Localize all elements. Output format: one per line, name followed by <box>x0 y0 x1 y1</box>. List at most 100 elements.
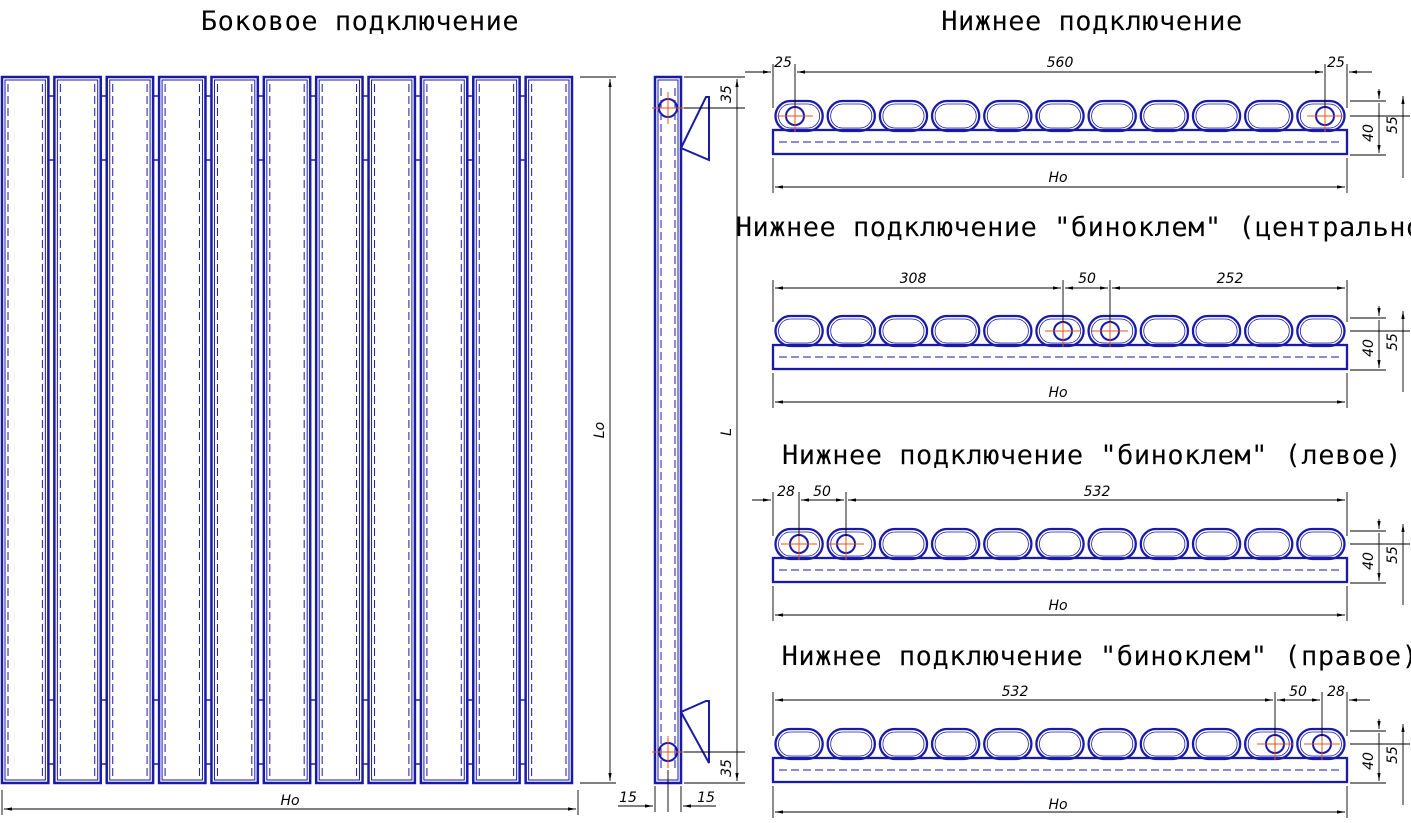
section-oval <box>1191 314 1242 348</box>
radiator-section <box>524 75 574 785</box>
collector-bar <box>771 343 1349 371</box>
section-oval <box>1139 527 1190 561</box>
bottom-width-label: Но <box>1048 170 1067 186</box>
section-oval <box>1243 527 1294 561</box>
section-oval <box>1296 527 1346 561</box>
center-dim-b: 50 <box>1078 271 1096 287</box>
section-oval <box>983 527 1033 561</box>
right-dim-a: 532 <box>1002 684 1029 700</box>
section-oval <box>1243 99 1294 133</box>
center-dim-a: 308 <box>900 271 927 287</box>
section-oval <box>774 314 824 348</box>
bottom-dimensions: 25 560 25 <box>745 55 1372 108</box>
section-oval <box>1087 99 1137 133</box>
side-left-width: 15 <box>619 790 637 806</box>
bottom-mid-dim: 560 <box>1047 55 1074 71</box>
radiator-section <box>53 75 107 785</box>
section-oval <box>983 99 1033 133</box>
section-oval <box>826 314 877 348</box>
section-oval <box>930 314 981 348</box>
section-oval <box>878 314 929 348</box>
right-vertical-dims: 40 55 Но <box>772 719 1410 818</box>
binoklem-right-title: Нижнее подключение "биноклем" (правое) <box>782 641 1411 672</box>
radiator-section <box>105 75 160 785</box>
collector-bar <box>771 556 1349 584</box>
section-oval <box>1191 727 1242 761</box>
left-dim-b: 50 <box>813 484 831 500</box>
radiator-side-view <box>652 75 710 785</box>
front-width-label: Но <box>280 793 299 809</box>
left-dimensions: 28 50 532 <box>752 484 1348 536</box>
radiator-front-view <box>0 75 574 785</box>
binoklem-left-view <box>771 527 1349 584</box>
section-oval <box>878 527 929 561</box>
side-length-dimension: L 35 35 15 15 <box>618 76 745 812</box>
radiator-section <box>210 75 264 785</box>
radiator-section <box>419 75 474 785</box>
radiator-section <box>314 75 369 785</box>
right-width-label: Но <box>1048 797 1067 813</box>
section-oval <box>1087 727 1137 761</box>
front-height-dimension: Lо <box>580 76 616 784</box>
side-length-label: L <box>719 428 735 436</box>
left-h40: 40 <box>1361 552 1377 570</box>
binoklem-center-title: Нижнее подключение "биноклем" (центральн… <box>736 212 1411 243</box>
bottom-connection-title: Нижнее подключение <box>941 6 1243 37</box>
front-height-label: Lо <box>592 422 608 438</box>
right-dimensions: 532 50 28 <box>772 684 1370 736</box>
collector-bar <box>771 128 1349 156</box>
section-oval <box>1191 99 1242 133</box>
bottom-connection-view <box>771 99 1349 156</box>
section-oval <box>1087 527 1137 561</box>
binoklem-right-view <box>771 727 1349 784</box>
left-vertical-dims: 40 55 Но <box>772 519 1410 621</box>
section-oval <box>1243 314 1294 348</box>
side-bottom-offset: 35 <box>719 759 735 777</box>
radiator-section <box>262 75 317 785</box>
section-oval <box>826 99 877 133</box>
radiator-section <box>472 75 526 785</box>
section-oval <box>983 727 1033 761</box>
side-connection-title: Боковое подключение <box>201 6 519 37</box>
bottom-h55: 55 <box>1385 116 1401 134</box>
section-oval <box>1139 314 1190 348</box>
right-h55: 55 <box>1385 746 1401 764</box>
right-h40: 40 <box>1361 752 1377 770</box>
section-oval <box>930 727 981 761</box>
radiator-section <box>367 75 421 785</box>
section-oval <box>1139 727 1190 761</box>
bottom-vertical-dims: 40 55 Но <box>772 89 1410 193</box>
side-right-width: 15 <box>697 790 715 806</box>
section-oval <box>826 727 877 761</box>
right-dim-b: 50 <box>1289 684 1307 700</box>
section-oval <box>930 527 981 561</box>
section-oval <box>1296 314 1346 348</box>
binoklem-left-title: Нижнее подключение "биноклем" (левое) <box>782 440 1402 471</box>
section-oval <box>774 727 824 761</box>
left-h55: 55 <box>1385 546 1401 564</box>
section-oval <box>930 99 981 133</box>
front-width-dimension: Но <box>1 790 579 815</box>
section-oval <box>1035 527 1085 561</box>
center-width-label: Но <box>1048 385 1067 401</box>
bottom-right-dim: 25 <box>1327 55 1345 71</box>
side-top-offset: 35 <box>719 85 735 103</box>
center-h55: 55 <box>1385 333 1401 351</box>
center-h40: 40 <box>1361 339 1377 357</box>
left-dim-a: 28 <box>777 484 795 500</box>
collector-bar <box>771 756 1349 784</box>
radiator-section <box>0 75 55 785</box>
section-oval <box>1035 727 1085 761</box>
bottom-h40: 40 <box>1361 124 1377 142</box>
section-oval <box>1191 527 1242 561</box>
left-dim-c: 532 <box>1084 484 1111 500</box>
section-oval <box>878 99 929 133</box>
binoklem-center-view <box>771 314 1349 371</box>
right-dim-c: 28 <box>1327 684 1345 700</box>
center-dimensions: 308 50 252 <box>772 271 1348 322</box>
section-oval <box>1035 99 1085 133</box>
section-oval <box>878 727 929 761</box>
left-width-label: Но <box>1048 598 1067 614</box>
section-oval <box>983 314 1033 348</box>
